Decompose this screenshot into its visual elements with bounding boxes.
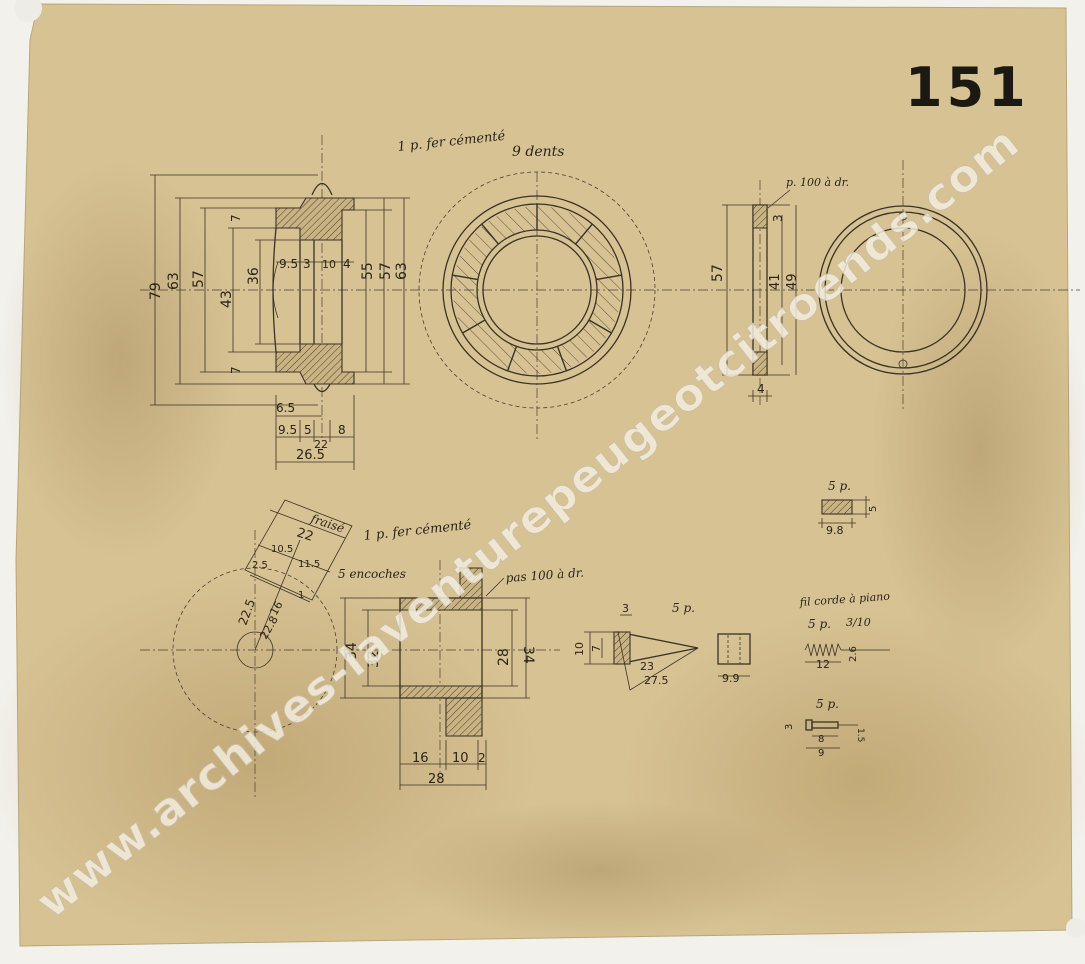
note-9-dents: 9 dents	[512, 144, 564, 160]
gear-tooth-mark	[481, 223, 499, 245]
dim-bush-10: 10	[452, 751, 469, 766]
dim-bush-28: 28	[496, 648, 512, 666]
dim-bush-32: 32	[366, 650, 382, 668]
view-i-rivet: 5 p. 3 1.5 8 9	[784, 697, 865, 759]
dim-bush-28b: 28	[428, 772, 445, 787]
note-fil: fil corde à piano	[798, 590, 890, 609]
dim-ring-4: 4	[757, 382, 765, 396]
dim-bush-16: 16	[412, 751, 429, 766]
gear-tooth-mark	[462, 319, 486, 334]
dim-3: 3	[303, 257, 311, 271]
view-a-gear-section: 79 63 57 43 36 7 7 9.5 3 10 4 55 57 63 6…	[140, 135, 1080, 470]
dim-7-bottom: 7	[229, 366, 243, 374]
dim-pin-9-8: 9.8	[826, 524, 844, 537]
dim-bush-2: 2	[478, 751, 486, 765]
dim-pawl-10: 10	[573, 642, 586, 656]
dim-ring-41: 41	[768, 273, 783, 290]
gear-tooth-mark	[588, 319, 612, 334]
dim-bush-34b: 34	[520, 646, 536, 664]
dim-55: 55	[360, 262, 376, 280]
dim-disc-16: 16	[267, 599, 285, 618]
dim-ring-57: 57	[710, 264, 726, 282]
dim-spring-2-6: 2.6	[848, 646, 859, 662]
dim-7-top: 7	[229, 214, 243, 222]
dim-disc-10-5: 10.5	[271, 544, 293, 555]
dim-5: 5	[304, 423, 312, 437]
view-b-gear-front	[418, 171, 656, 440]
gear-tooth-mark	[595, 274, 622, 281]
view-f-pawl: 3 10 7 23 27.5 5 p. 9.9	[573, 601, 751, 691]
dim-36: 36	[246, 267, 262, 285]
dim-57b: 57	[378, 262, 394, 280]
gear-tooth-mark	[452, 274, 479, 281]
dim-57: 57	[191, 270, 207, 288]
dim-spring-12: 12	[816, 658, 830, 671]
dim-10: 10	[322, 258, 336, 271]
dim-26-5: 26.5	[296, 448, 325, 463]
dim-9-5: 9.5	[279, 257, 298, 271]
note-p100-top: p. 100 à dr.	[786, 176, 849, 189]
dim-disc-11-5: 11.5	[298, 559, 320, 570]
view-g-pin: 5 p. 9.8 5	[818, 479, 879, 537]
dim-9-5b: 9.5	[278, 423, 297, 437]
dim-rivet-3: 3	[784, 724, 795, 730]
dim-block-9-9: 9.9	[722, 672, 740, 685]
note-gauge: 3/10	[846, 616, 871, 629]
note-5-encoches: 5 encoches	[338, 567, 406, 581]
dim-disc-1: 1	[298, 590, 304, 601]
dim-disc-22: 22	[295, 526, 315, 545]
view-c-ring: 57 3 41 49 4 p. 100 à dr.	[710, 160, 988, 412]
note-5p-d: 5 p.	[816, 697, 839, 711]
note-pas-100: pas 100 à dr.	[505, 566, 584, 585]
dim-6-5: 6.5	[276, 401, 295, 415]
dim-4: 4	[343, 257, 351, 271]
dim-rivet-9: 9	[818, 748, 824, 759]
dim-ring-49: 49	[785, 273, 800, 290]
dim-22: 22	[314, 438, 328, 451]
dim-43: 43	[219, 290, 235, 308]
note-5p-c: 5 p.	[808, 617, 831, 631]
dim-bush-34: 34	[344, 642, 360, 660]
view-e-threaded-bush: 34 32 28 34 16 10 2 28 pas 100 à dr.	[340, 560, 584, 790]
note-5p-a: 5 p.	[672, 601, 695, 615]
dim-8: 8	[338, 423, 346, 437]
dim-pawl-27-5: 27.5	[644, 674, 669, 687]
sheet-number: 151	[905, 56, 1030, 119]
dim-rivet-1-5: 1.5	[855, 728, 865, 742]
dim-pawl-7: 7	[590, 645, 603, 652]
gear-tooth-mark	[506, 346, 518, 372]
dim-pawl-3: 3	[622, 602, 629, 615]
dim-79: 79	[148, 282, 164, 300]
dim-disc-2-5: 2.5	[252, 560, 268, 571]
note-5p-b: 5 p.	[828, 479, 851, 493]
dim-pin-5: 5	[868, 506, 879, 512]
gear-tooth-mark	[575, 223, 593, 245]
gear-tooth-mark	[556, 346, 568, 372]
dim-ring-3: 3	[771, 214, 785, 222]
dim-63: 63	[166, 272, 182, 290]
dim-rivet-8: 8	[818, 734, 824, 745]
dim-pawl-23: 23	[640, 660, 654, 673]
dim-63b: 63	[394, 262, 410, 280]
view-h-spring: fil corde à piano 5 p. 3/10 12 2.6	[798, 590, 890, 671]
